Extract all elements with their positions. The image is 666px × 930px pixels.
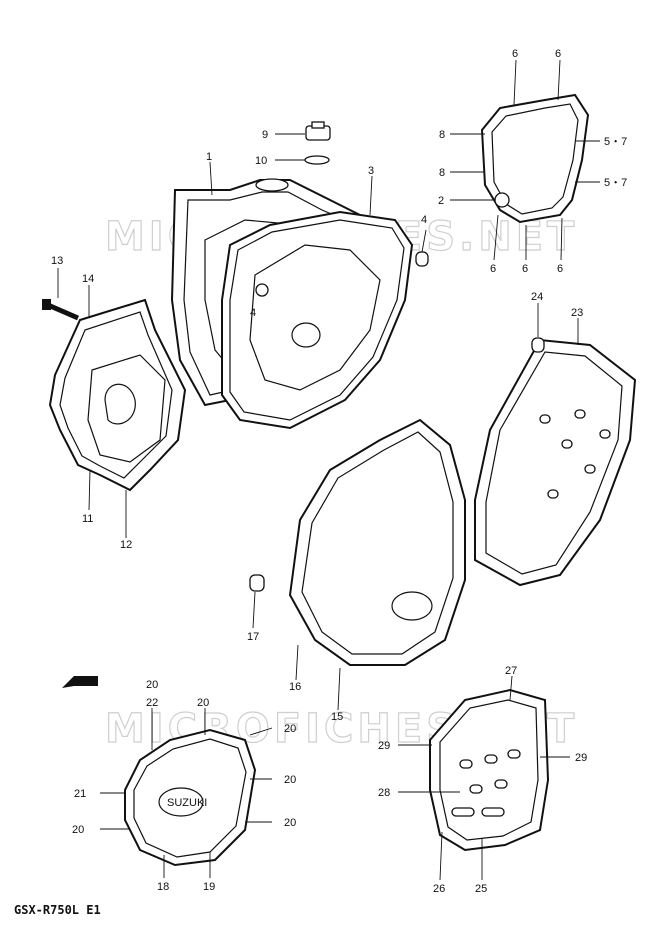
model-title: GSX-R750L E1 <box>14 903 101 917</box>
label-part-26: 26 <box>433 883 445 895</box>
label-part-8-b: 8 <box>439 167 445 179</box>
label-part-17: 17 <box>247 631 259 643</box>
label-part-5-7-b: 5・7 <box>604 177 627 189</box>
label-part-20-d: 20 <box>284 774 296 786</box>
label-part-20-a: 20 <box>146 679 158 691</box>
label-part-12: 12 <box>120 539 132 551</box>
label-part-29-b: 29 <box>575 752 587 764</box>
label-part-22: 22 <box>146 697 158 709</box>
label-part-10: 10 <box>255 155 267 167</box>
label-part-20-b: 20 <box>197 697 209 709</box>
label-part-6-b: 6 <box>555 48 561 60</box>
cover-2 <box>480 93 590 224</box>
dowel-pin-4 <box>415 251 429 267</box>
label-part-14: 14 <box>82 273 94 285</box>
label-part-19: 19 <box>203 881 215 893</box>
cover-11-12 <box>48 298 187 492</box>
label-part-28: 28 <box>378 787 390 799</box>
dowel-pin-17 <box>249 574 265 592</box>
suzuki-logo-text: SUZUKI <box>167 797 207 809</box>
gasket-3 <box>221 210 414 430</box>
label-part-18: 18 <box>157 881 169 893</box>
label-part-13: 13 <box>51 255 63 267</box>
label-part-15: 15 <box>331 711 343 723</box>
sprocket-cover <box>429 688 550 852</box>
label-part-6-e: 6 <box>557 263 563 275</box>
label-part-20-f: 20 <box>72 824 84 836</box>
leader-lines <box>57 59 600 881</box>
oil-filler-cap-9 <box>305 121 331 141</box>
label-part-9: 9 <box>262 129 268 141</box>
label-part-11: 11 <box>82 513 93 525</box>
label-part-24: 24 <box>531 291 543 303</box>
front-arrow-icon <box>62 676 98 688</box>
cover-23 <box>474 338 637 587</box>
label-part-21: 21 <box>74 788 86 800</box>
cover-15-16 <box>288 418 466 666</box>
label-part-2: 2 <box>438 195 444 207</box>
label-part-20-e: 20 <box>284 817 296 829</box>
label-part-16: 16 <box>289 681 301 693</box>
label-part-6-c: 6 <box>490 263 496 275</box>
label-part-8-a: 8 <box>439 129 445 141</box>
o-ring-10 <box>304 155 330 165</box>
label-part-23: 23 <box>571 307 583 319</box>
label-part-29-a: 29 <box>378 740 390 752</box>
label-part-1: 1 <box>206 151 212 163</box>
bolt-13 <box>42 299 79 321</box>
label-part-5-7-a: 5・7 <box>604 136 627 148</box>
label-part-25: 25 <box>475 883 487 895</box>
dowel-pin-24 <box>531 337 545 353</box>
label-part-27: 27 <box>505 665 517 677</box>
label-part-20-c: 20 <box>284 723 296 735</box>
label-part-4b: 4 <box>250 307 256 319</box>
label-part-4: 4 <box>421 214 427 226</box>
label-part-6-a: 6 <box>512 48 518 60</box>
generator-cover: SUZUKI <box>124 728 257 867</box>
label-part-6-d: 6 <box>522 263 528 275</box>
label-part-3: 3 <box>368 165 374 177</box>
